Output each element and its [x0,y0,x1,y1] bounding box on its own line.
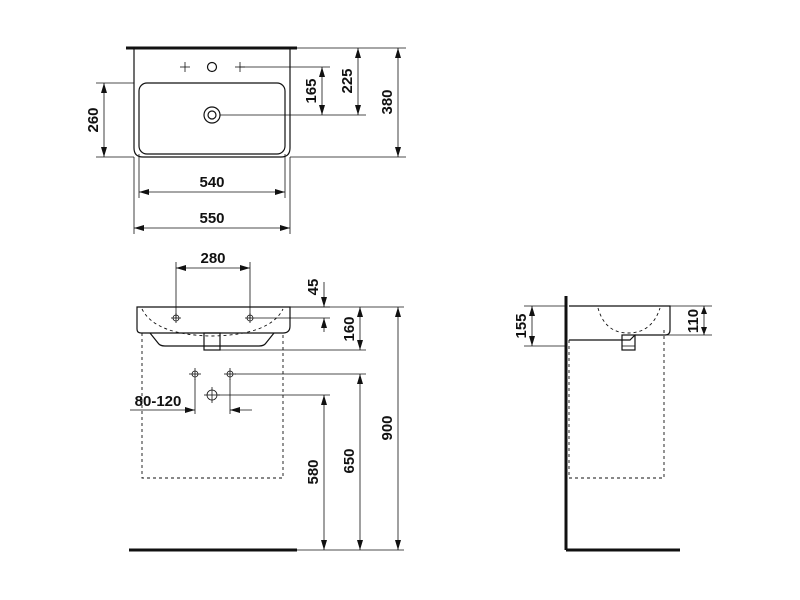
optional-tap-hole-left [180,62,190,72]
dim-280-label: 280 [200,250,225,267]
dim-45: 45 [255,279,330,332]
dim-160-label: 160 [341,316,358,341]
dim-540: 540 [138,154,286,198]
dim-380: 380 [290,47,406,158]
dim-155: 155 [513,305,566,347]
supply-connection-left [189,368,201,380]
tap-hole [206,61,218,73]
dim-110: 110 [665,305,712,336]
dim-380-label: 380 [379,89,396,114]
front-basin-underside [149,332,275,347]
dim-260-label: 260 [85,107,102,132]
dim-550: 550 [133,157,291,234]
dim-580: 580 [218,394,330,551]
waste-connection [204,387,220,403]
drain-outer [203,106,221,124]
side-basin-profile [569,305,671,341]
dim-225: 225 [297,47,366,116]
dim-45-label: 45 [305,279,322,296]
dim-900-label: 900 [379,415,396,440]
dim-165-label: 165 [303,78,320,103]
drain-inner [207,110,217,120]
dim-650-label: 650 [341,448,358,473]
top-view: 260 165 225 380 [85,46,406,234]
dim-155-label: 155 [513,313,530,338]
dim-540-label: 540 [199,174,224,191]
dim-225-label: 225 [339,68,356,93]
side-waste-outlet [621,334,636,351]
dim-80-120: 80-120 [130,379,252,414]
front-view: 280 45 160 80-1 [129,250,404,552]
side-vanity-hidden [568,330,665,479]
supply-connection-right [224,368,236,380]
basin-bowl [138,82,286,155]
front-bowl-hidden [141,308,284,337]
dim-650: 650 [235,373,366,551]
front-vanity-hidden [141,333,284,479]
front-waste-outlet [203,332,221,351]
dim-580-label: 580 [305,459,322,484]
dim-110-label: 110 [685,309,702,333]
side-view: 155 110 [513,296,712,552]
side-bowl-hidden [597,307,661,334]
dim-260: 260 [85,82,134,158]
basin-outline [133,48,291,158]
dim-280: 280 [175,250,251,318]
dim-550-label: 550 [199,210,224,227]
dim-160: 160 [220,306,366,351]
dim-80-120-label: 80-120 [135,393,182,410]
dim-165: 165 [220,66,330,116]
dim-900: 900 [366,306,404,551]
front-basin-body [136,306,291,334]
